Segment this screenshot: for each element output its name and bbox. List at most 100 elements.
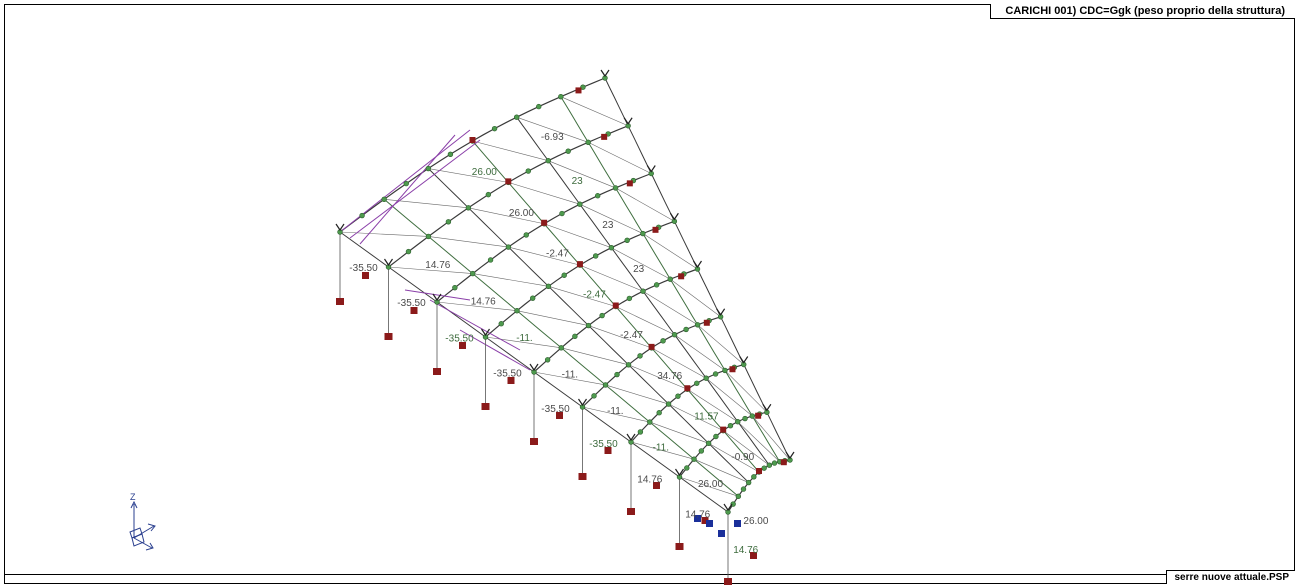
node-marker [513, 114, 520, 120]
load-marker-icon [541, 219, 548, 226]
load-marker-icon [652, 226, 659, 233]
diagonal-brace [642, 290, 698, 326]
node-marker [749, 413, 756, 419]
node-marker [675, 393, 681, 399]
node-marker [671, 332, 678, 338]
purple-brace [459, 329, 531, 371]
load-marker-icon [756, 468, 762, 474]
node-marker [771, 460, 778, 466]
load-value-label: 14.76 [685, 510, 710, 521]
node-marker [487, 257, 494, 263]
load-value-label: -2.47 [583, 289, 606, 300]
diagonal-brace [588, 325, 652, 349]
node-marker [694, 322, 701, 328]
support-red-icon [507, 377, 515, 384]
node-marker [514, 308, 520, 314]
diagonal-brace [588, 142, 652, 174]
node-marker [683, 326, 689, 333]
diagonal-brace [508, 182, 580, 205]
node-marker [751, 474, 757, 480]
support-red-icon [556, 412, 563, 419]
v-marker-icon [481, 328, 490, 337]
node-marker [577, 201, 583, 207]
v-marker-icon [762, 403, 772, 412]
purple-brace [429, 299, 521, 351]
support-red-icon [675, 543, 684, 550]
node-marker [653, 282, 660, 288]
purple-brace [404, 289, 471, 301]
support-red-icon [530, 438, 538, 445]
node-marker [712, 371, 719, 377]
node-marker [745, 479, 752, 486]
axis-z-label: Z [130, 492, 136, 502]
footer-divider [4, 574, 1295, 575]
node-marker [602, 382, 609, 388]
diagonal-brace [670, 278, 721, 317]
support-red-icon [433, 368, 441, 375]
support-red-icon [384, 333, 393, 340]
diagonal-brace [388, 266, 473, 274]
diagonal-brace [693, 458, 749, 483]
diagonal-brace [651, 347, 707, 379]
node-marker [698, 448, 705, 454]
v-marker-icon [623, 117, 633, 125]
load-marker-icon [612, 302, 619, 309]
load-value-label: 14.76 [637, 474, 662, 485]
node-marker [558, 93, 564, 100]
support-red-icon [724, 578, 732, 585]
transverse-frame [727, 459, 791, 513]
node-marker [545, 158, 551, 164]
v-marker-icon [723, 503, 733, 512]
diagonal-brace [508, 246, 581, 266]
diagonal-brace [516, 310, 589, 326]
node-marker [405, 248, 412, 255]
support-red-icon [627, 508, 635, 515]
diagonal-brace [472, 273, 549, 287]
load-case-title: CARICHI 001) CDC=Ggk (peso proprio della… [990, 4, 1295, 19]
node-marker [485, 191, 492, 198]
load-value-label: -11. [516, 333, 533, 344]
diagonal-brace [579, 264, 644, 292]
node-marker [559, 210, 565, 217]
node-marker [740, 486, 747, 492]
node-marker [691, 456, 697, 462]
load-value-label: -35.50 [589, 439, 618, 450]
load-marker-icon [575, 87, 582, 94]
node-marker [640, 288, 646, 294]
node-marker [624, 237, 630, 243]
load-value-label: -6.93 [541, 132, 564, 143]
support-blue-icon [718, 530, 725, 537]
diagonal-brace [516, 116, 589, 143]
diagonal-brace [642, 233, 698, 270]
node-marker [558, 345, 564, 351]
node-marker [722, 367, 728, 374]
v-marker-icon [384, 258, 393, 267]
node-marker [730, 501, 736, 507]
load-marker-icon [648, 343, 655, 350]
load-marker-icon [576, 261, 583, 268]
load-marker-icon [678, 273, 685, 280]
diagonal-brace [615, 187, 675, 222]
diagonal-brace [679, 476, 739, 497]
node-marker [705, 440, 712, 446]
load-value-label: -0.90 [731, 452, 754, 463]
node-marker [536, 103, 542, 110]
node-marker [445, 219, 452, 225]
diagonal-brace [649, 421, 709, 444]
node-marker [637, 353, 643, 359]
load-value-label: -35.50 [445, 333, 474, 344]
support-red-icon [750, 552, 757, 559]
node-marker [572, 333, 578, 340]
support-red-icon [459, 342, 466, 349]
node-marker [585, 322, 592, 329]
node-marker [498, 321, 504, 327]
diagonal-brace [436, 301, 518, 312]
purple-brace [349, 139, 481, 239]
node-marker [626, 295, 633, 302]
load-marker-icon [780, 459, 787, 466]
load-value-label: 34.76 [657, 371, 682, 382]
load-marker-icon [703, 319, 710, 326]
diagonal-brace [428, 236, 509, 248]
diagonal-brace [560, 96, 629, 127]
